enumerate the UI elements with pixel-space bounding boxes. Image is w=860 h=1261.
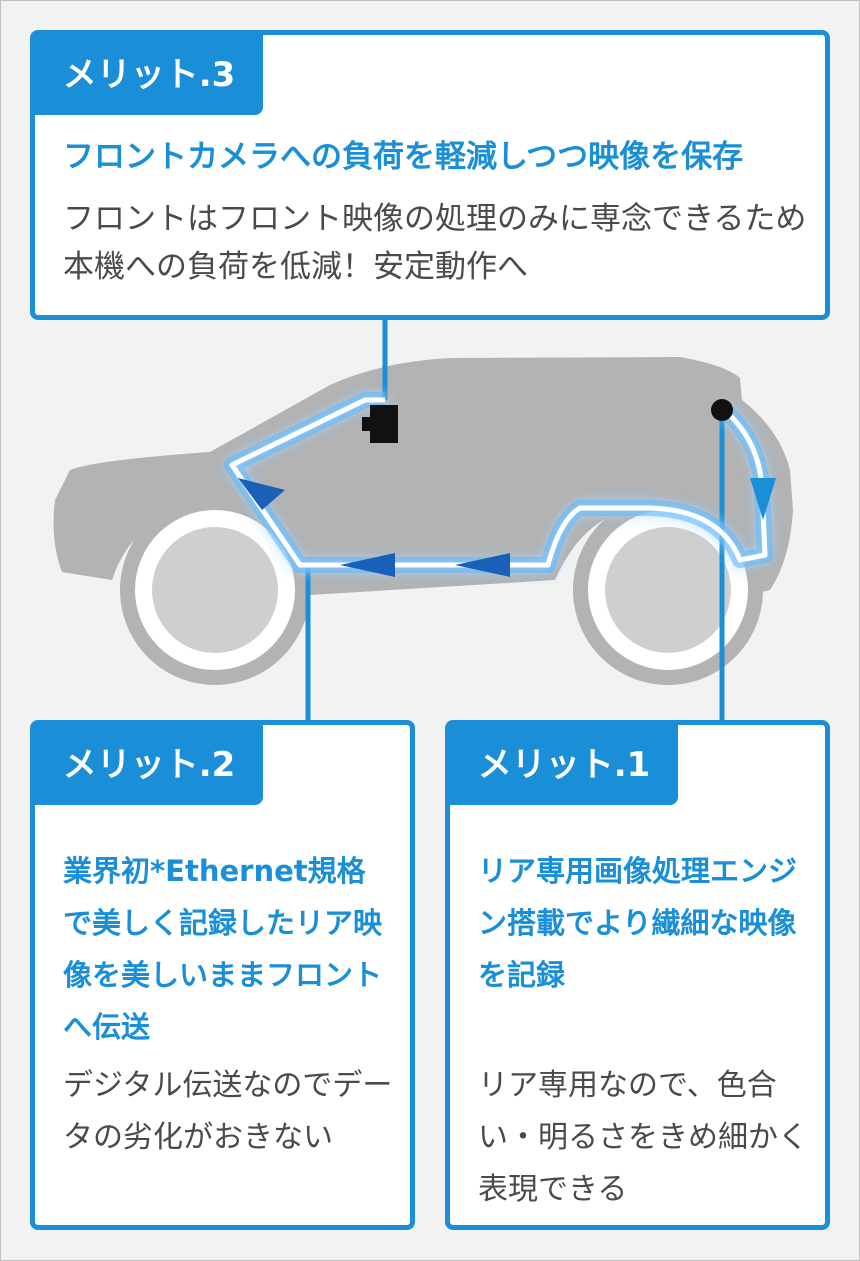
merit-1-headline: リア専用画像処理エンジン搭載でより繊細な映像を記録 (478, 854, 798, 992)
front-camera-icon (362, 405, 398, 443)
merit-3-headline: フロントカメラへの負荷を軽減しつつ映像を保存 (63, 139, 744, 175)
cable-route (224, 392, 773, 573)
arrow-up-left-icon (238, 478, 285, 510)
arrow-down-icon (750, 478, 776, 520)
merit-3-card: メリット.3 フロントカメラへの負荷を軽減しつつ映像を保存 フロントはフロント映… (30, 30, 830, 320)
merit-2-headline: 業界初*Ethernet規格で美しく記録したリア映像を美しいままフロントへ伝送 (63, 854, 383, 1044)
merit-2-body: デジタル伝送なのでデータの劣化がおきない (63, 1068, 393, 1155)
merit-1-tag: メリット.1 (450, 725, 678, 805)
merit-3-body: フロントはフロント映像の処理のみに専念できるため本機への負荷を低減！安定動作へ (63, 201, 807, 285)
merit-1-body: リア専用なので、色合い・明るさをきめ細かく表現できる (478, 1068, 808, 1207)
merit-3-tag: メリット.3 (35, 35, 263, 115)
merit-2-tag: メリット.2 (35, 725, 263, 805)
arrow-left-icon (340, 553, 395, 577)
car-silhouette-icon (53, 357, 793, 685)
arrow-left-icon (455, 553, 510, 577)
rear-camera-icon (711, 399, 733, 421)
merit-2-card: メリット.2 業界初*Ethernet規格で美しく記録したリア映像を美しいままフ… (30, 720, 415, 1230)
merit-1-card: メリット.1 リア専用画像処理エンジン搭載でより繊細な映像を記録 リア専用なので… (445, 720, 830, 1230)
